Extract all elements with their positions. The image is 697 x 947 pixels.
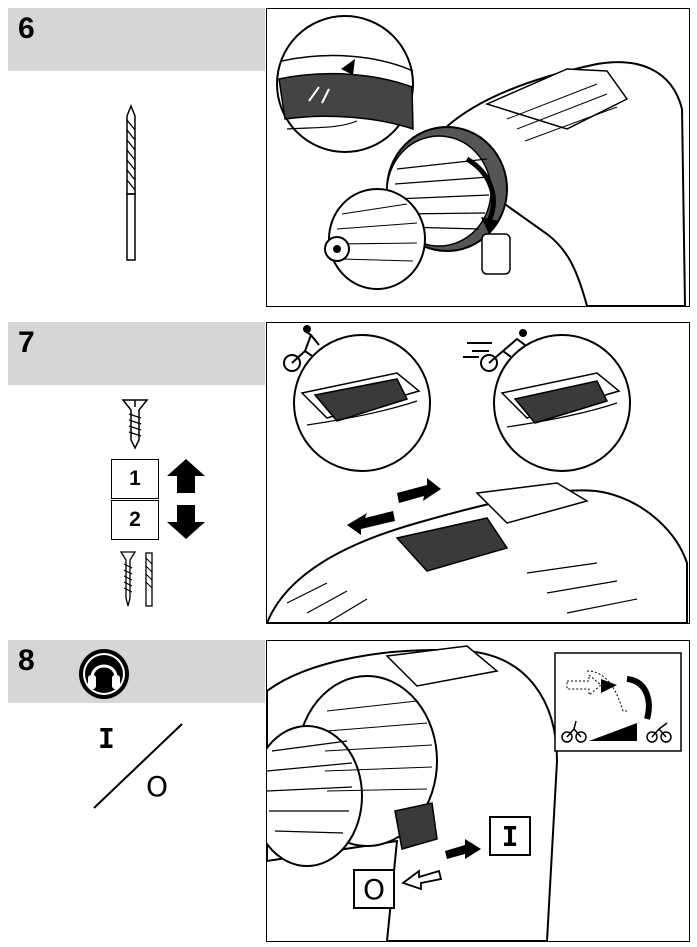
drill-bit-icon	[126, 104, 136, 261]
ear-protection-icon	[79, 649, 129, 699]
screw-and-bit-icon	[119, 551, 153, 607]
screw-icon	[121, 399, 149, 450]
off-label: O	[362, 872, 386, 906]
off-symbol: O	[146, 770, 169, 803]
step-6-illustration	[266, 8, 690, 307]
step-7-header: 7	[8, 322, 265, 385]
gear-2-box: 2	[111, 500, 159, 540]
gear-2-label: 2	[129, 508, 141, 531]
gear-1-label: 1	[129, 467, 141, 490]
arrow-down-icon	[167, 505, 205, 539]
on-label: I	[501, 819, 519, 853]
step-8-illustration: I O	[266, 640, 690, 942]
slash-divider	[93, 723, 183, 809]
on-symbol: I	[98, 722, 115, 755]
step-8-header: 8	[8, 640, 265, 703]
off-label-box: O	[353, 869, 395, 909]
on-label-box: I	[489, 816, 531, 856]
step-number: 6	[18, 12, 35, 45]
step-7-illustration	[266, 322, 690, 624]
arrow-up-icon	[167, 459, 205, 493]
step-number: 7	[18, 326, 35, 359]
step-6-header: 6	[8, 8, 265, 71]
step-number: 8	[18, 644, 35, 677]
on-off-symbol: I O	[90, 722, 190, 812]
gear-1-box: 1	[111, 459, 159, 499]
